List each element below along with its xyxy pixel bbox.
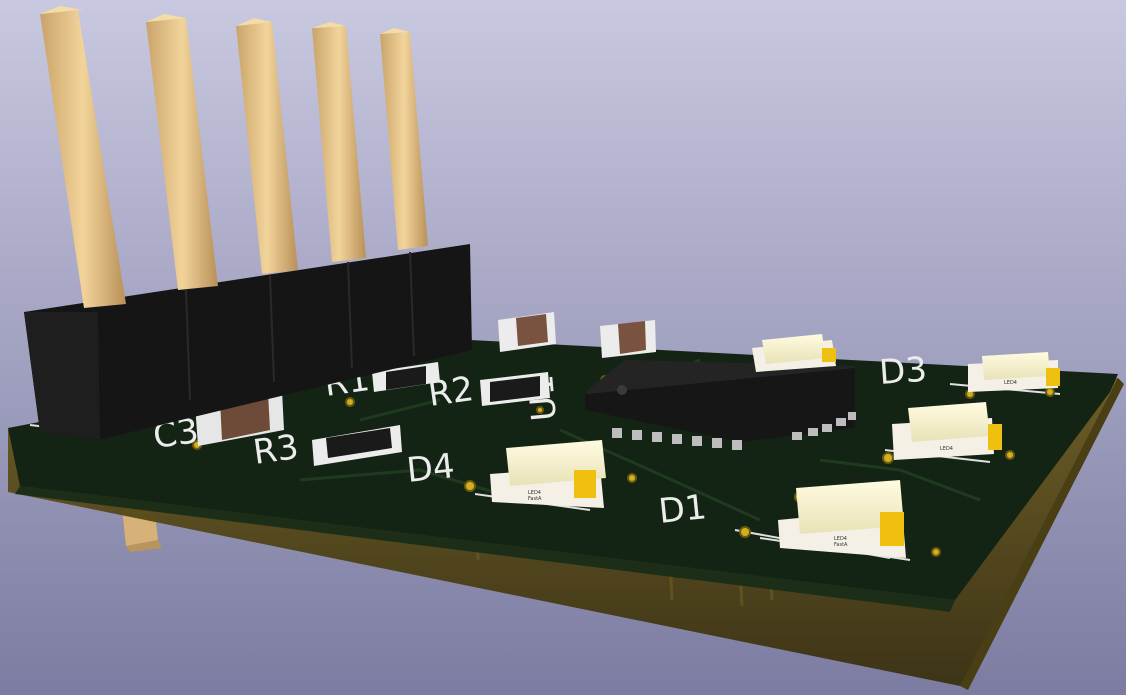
header-pin-5 [380,32,428,250]
resistor-r3 [312,425,402,466]
svg-text:LED4: LED4 [834,536,847,542]
svg-text:FastA: FastA [834,542,848,548]
led-d4: LED4 FastA [490,440,606,508]
silk-d1: D1 [657,487,709,532]
capacitor-c2 [498,312,556,352]
header-pin-2 [146,18,218,290]
silk-d4: D4 [405,446,457,491]
header-pin-1 [40,10,126,308]
pcb-top-surface-front [15,486,955,612]
led-d1: LED4 FastA [778,480,906,558]
svg-text:LED4: LED4 [1004,380,1017,386]
silk-r3: R3 [251,427,301,473]
led-d5 [752,334,836,372]
led-d2: LED4 [892,402,1002,460]
svg-text:FastA: FastA [528,496,542,502]
header-pins [40,6,428,308]
capacitor-c1 [600,320,656,358]
led-d3: LED4 [968,352,1060,392]
pin-header-j1 [24,244,472,440]
header-pin-4 [312,26,366,262]
header-pin-3 [236,22,298,274]
svg-text:LED4: LED4 [940,446,953,452]
pcb-board-edge-right [960,378,1124,690]
silk-d3: D3 [878,350,928,393]
svg-text:LED4: LED4 [528,490,541,496]
resistor-r2 [480,372,550,406]
